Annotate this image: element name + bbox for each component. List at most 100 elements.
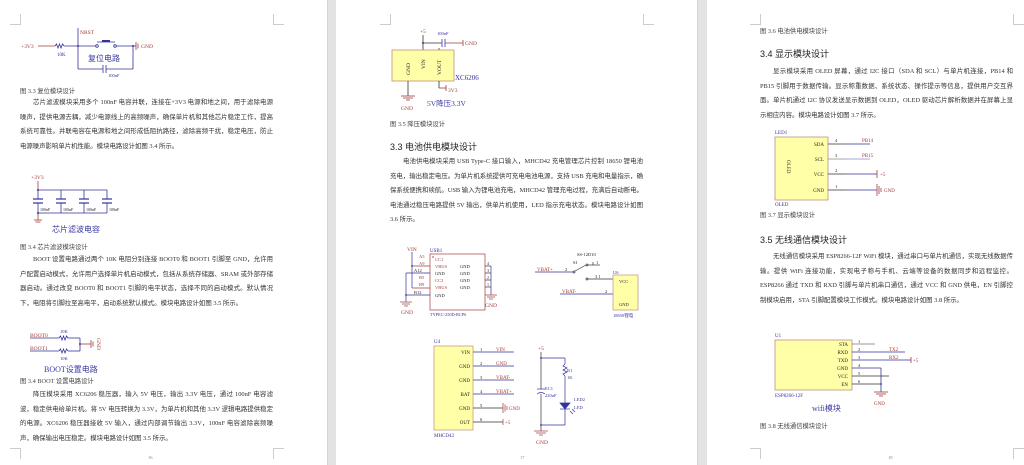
pin-number: 4: [858, 363, 861, 368]
net-label: +3V3: [31, 175, 44, 181]
mhcd42-chip: [433, 345, 474, 431]
component-value: 100nF: [108, 73, 120, 78]
part-number: XC6206: [455, 74, 479, 82]
pin-label: TXD: [838, 359, 849, 364]
page-number: 18: [888, 455, 893, 460]
wifi-figure: [774, 339, 912, 397]
pin-number: 3: [487, 268, 489, 273]
net-label: GND: [485, 303, 497, 309]
component-value: 10K: [60, 329, 69, 334]
body-paragraph: 芯片滤波模块采用多个 100nF 电容并联，连接在+3V3 电源和地之间，用于滤…: [20, 99, 273, 150]
component-value: 100nF: [86, 207, 97, 212]
usb-typec-figure: [400, 252, 497, 311]
switch-battery-figure: [535, 262, 639, 311]
pin-number: 4: [487, 261, 489, 266]
component-value: 100nF: [40, 207, 51, 212]
esp8266-module: [774, 339, 853, 391]
component-value: 10K: [57, 53, 66, 58]
net-label: +5: [880, 173, 886, 178]
component-ref: EC1: [545, 386, 553, 391]
figure-title: 复位电路: [88, 53, 120, 63]
pin-number: A12: [414, 268, 422, 273]
body-paragraph: 显示模块采用 OLED 屏幕，通过 I2C 接口（SDA 和 SCL）与单片机连…: [760, 68, 1013, 119]
pin-label: GND: [460, 285, 470, 290]
figure-title: BOOT设置电路: [44, 364, 98, 374]
corner-mark: [643, 14, 654, 25]
net-label: VBAT-: [496, 376, 511, 381]
pin-number: 2: [480, 361, 482, 366]
component-ref: USB1: [430, 249, 443, 254]
pin-label: GND: [619, 302, 629, 307]
net-label: VBAT+: [496, 390, 512, 395]
figure-caption: 图 3.3 复位模块设计: [20, 88, 76, 95]
switch-lever: [574, 264, 587, 272]
component-value: 100nF: [437, 31, 449, 36]
filter-circuit-figure: [33, 181, 112, 223]
reset-circuit-figure: [38, 28, 139, 73]
component-value: 100nF: [63, 207, 74, 212]
pin-number: 3: [480, 375, 483, 380]
body-paragraph: 降压模块采用 XC6206 稳压器，输入 5V 电压，输出 3.3V 电压，通过…: [20, 391, 273, 442]
pin-label: GND: [460, 278, 470, 283]
pin-number: 6: [858, 379, 861, 384]
pin-label: VIN: [421, 59, 427, 69]
charger-figure: [433, 345, 514, 431]
oled-module: [774, 136, 829, 201]
net-label: PB14: [862, 139, 874, 144]
pin-number: 2: [565, 267, 567, 272]
corner-mark: [273, 14, 284, 25]
pin-number: B12: [414, 290, 422, 295]
regulator-figure: [391, 35, 464, 101]
pin-number: A9: [419, 261, 425, 266]
net-label: NRST: [80, 30, 95, 36]
net-label: VIN: [407, 247, 417, 253]
net-label: 3V3: [448, 88, 458, 94]
net-label: GND: [496, 362, 507, 367]
pin-label: SDA: [814, 143, 824, 148]
pin-label: VOUT: [437, 59, 443, 75]
corner-mark: [380, 14, 391, 25]
pin-number: 1: [487, 282, 489, 287]
pin-number: 2: [835, 168, 837, 173]
body-paragraph: BOOT 设置电路通过两个 10K 电阻分别连接 BOOT0 和 BOOT1 引…: [20, 256, 273, 307]
figure-caption: 图 3.8 无线通信模块设计: [760, 423, 828, 430]
led-symbol: [559, 402, 571, 410]
usb-connector-symbol: [429, 253, 486, 311]
pin-number: A5: [419, 254, 425, 259]
pin-label: OUT: [460, 421, 470, 426]
net-label: GND: [95, 338, 101, 350]
pin-label: VBUS: [435, 264, 448, 269]
module-label: OLED: [785, 160, 790, 174]
net-label: BOOT0: [30, 333, 48, 339]
battery-symbol: [612, 274, 639, 311]
net-label: GND: [884, 189, 895, 194]
pin-number: 2: [487, 275, 489, 280]
net-label: GND: [465, 41, 477, 47]
figure-title: 5V降压3.3V: [427, 98, 467, 108]
component-ref: U1: [775, 334, 782, 339]
figure-caption: 图 3.6 电池供电模块设计: [760, 28, 828, 35]
pin-label: GND: [459, 365, 470, 370]
figure-caption: 图 3.4 芯片滤波模块设计: [20, 244, 88, 251]
part-number: SS-12D10: [577, 252, 597, 257]
body-paragraph: 电池供电模块采用 USB Type-C 接口输入，MHCD42 充电管理芯片控制…: [390, 158, 643, 223]
pin-label: VCC: [838, 375, 849, 380]
component-ref: LED1: [775, 131, 788, 136]
pin-label: RXD: [837, 351, 848, 356]
net-label: +5: [505, 421, 511, 426]
pin-number: 3: [858, 355, 860, 360]
net-label: VBAT+: [537, 268, 553, 273]
corner-mark: [1013, 448, 1024, 459]
pin-number: 3: [835, 153, 838, 158]
pin-label: SCL: [815, 158, 824, 163]
pin-number: 1: [480, 347, 482, 352]
figure-caption: 图 3.7 显示模块设计: [760, 212, 816, 219]
component-value: 10K: [60, 356, 69, 361]
net-label: GND: [141, 44, 153, 50]
pin-number: 4: [835, 138, 838, 143]
pin-number: 1: [835, 184, 837, 189]
figure-title: wifi模块: [812, 403, 841, 413]
section-heading: 3.3 电池供电模块设计: [390, 142, 478, 152]
pin-label: GND: [435, 293, 445, 298]
document-page-16: [0, 0, 327, 465]
